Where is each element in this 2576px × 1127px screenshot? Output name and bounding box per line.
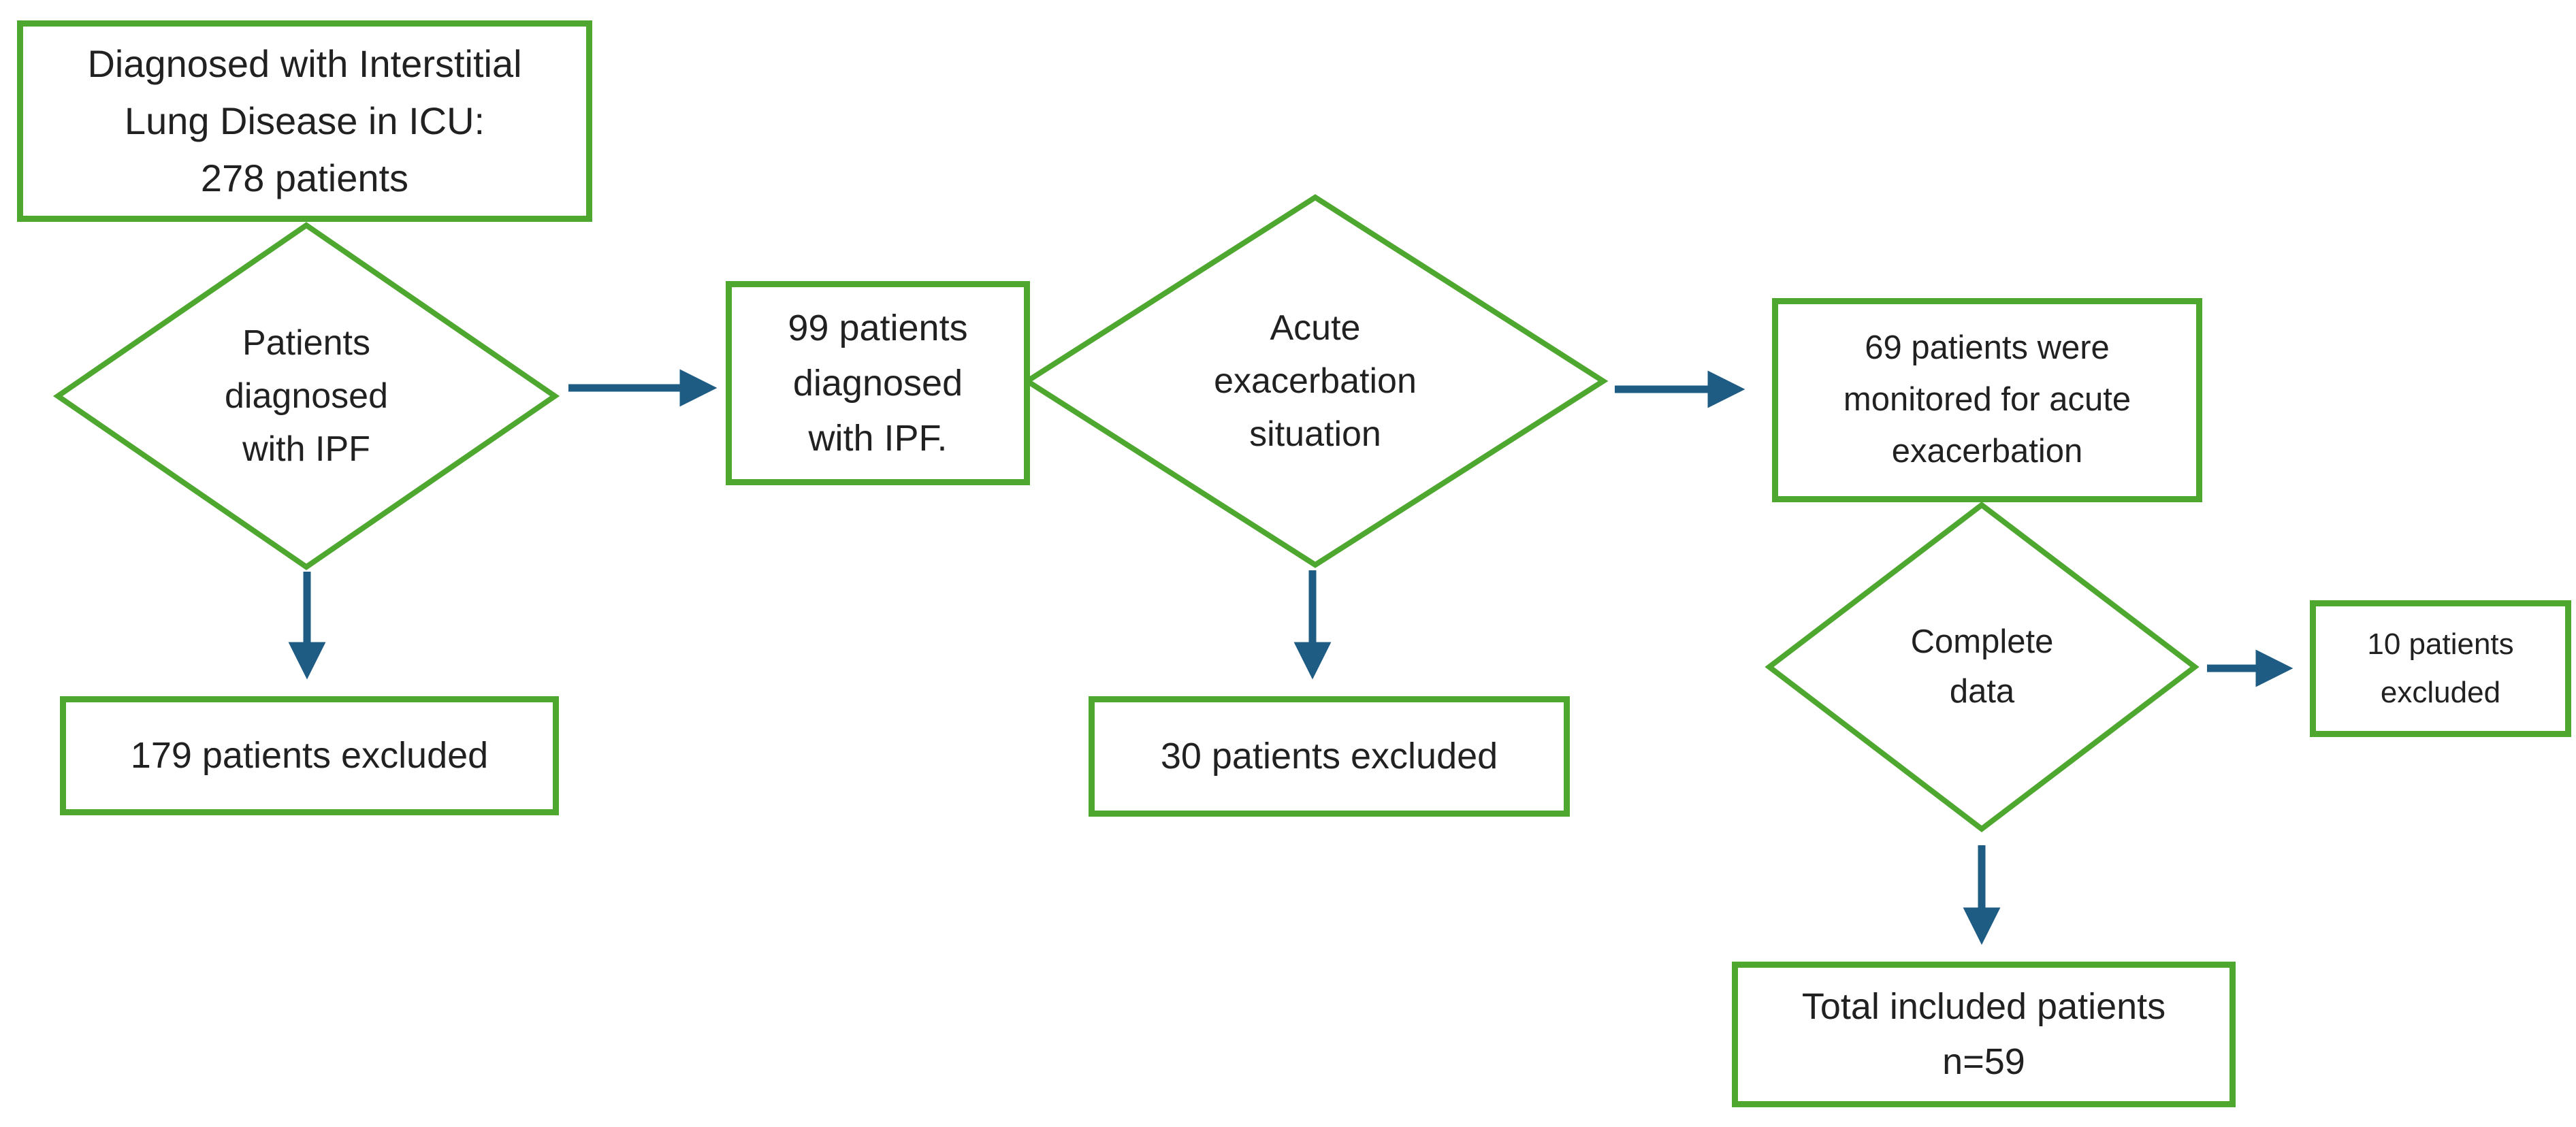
excluded-179-patients-box: 179 patients excluded [60, 696, 559, 815]
exacerbation-decision-diamond-shape [1022, 194, 1609, 568]
text-line: 179 patients excluded [130, 734, 489, 776]
text-line: monitored for acute [1843, 381, 2131, 419]
text-line: 278 patients [200, 157, 409, 199]
ild-icu-box: Diagnosed with Interstitial Lung Disease… [17, 20, 592, 222]
text-line: Lung Disease in ICU: [124, 99, 485, 142]
excluded-30-patients-box: 30 patients excluded [1089, 696, 1570, 817]
text-line: 30 patients excluded [1160, 735, 1498, 777]
text-line: n=59 [1942, 1041, 2025, 1082]
text-line: with IPF. [808, 417, 948, 459]
text-line: Diagnosed with Interstitial [87, 42, 522, 85]
ipf-decision-diamond-shape [52, 222, 560, 570]
total-included-box: Total included patients n=59 [1732, 962, 2236, 1107]
complete-data-diamond-shape [1765, 501, 2200, 833]
ipf-99-patients-box: 99 patients diagnosed with IPF. [726, 281, 1030, 485]
text-line: 99 patients [788, 307, 968, 348]
text-line: exacerbation [1891, 432, 2083, 470]
excluded-10-patients-box: 10 patients excluded [2310, 600, 2571, 737]
text-line: diagnosed [792, 362, 963, 404]
text-line: 10 patients [2367, 627, 2514, 662]
text-line: Total included patients [1801, 986, 2166, 1027]
text-line: excluded [2380, 675, 2501, 709]
text-line: 69 patients were [1865, 329, 2110, 367]
monitored-69-patients-box: 69 patients were monitored for acute exa… [1772, 298, 2202, 502]
